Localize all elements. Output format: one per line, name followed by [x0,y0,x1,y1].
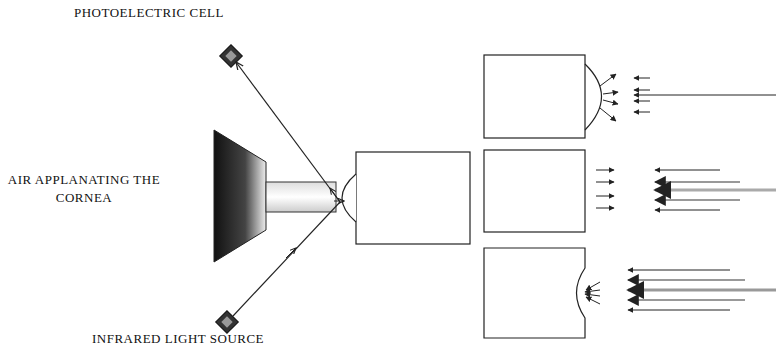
reflected-ray [236,62,340,202]
part-label: AIR APPLANATING THE CORNEA [4,171,164,207]
light-ray [233,202,340,316]
convex-cornea [484,55,776,138]
photoelectric-cell [220,45,243,68]
air-jet [266,182,336,212]
ray-arrow [286,248,296,258]
flat-cornea [484,150,776,232]
air-nozzle [214,130,266,262]
part-label: INFRARED LIGHT SOURCE [92,330,264,348]
part-label: PHOTOELECTRIC CELL [74,4,224,22]
concave-cornea [484,248,776,338]
eye [342,152,470,244]
ray-arrow [330,188,340,202]
ray-arrow [334,201,344,202]
